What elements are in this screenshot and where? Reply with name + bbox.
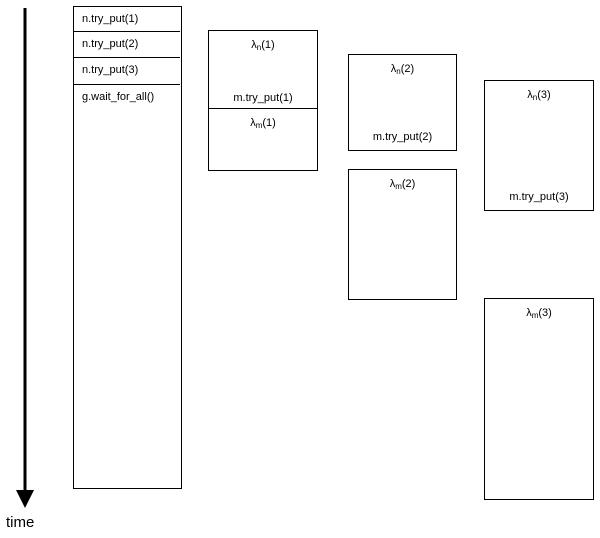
lambda-n-2-box: λn(2) m.try_put(2) [348, 54, 457, 151]
lambda-m-3-label: λm(3) [526, 307, 552, 320]
lambda-n-3-label: λn(3) [527, 89, 551, 102]
lambda-n-3-box: λn(3) m.try_put(3) [484, 80, 594, 211]
call-g-wait-for-all: g.wait_for_all() [82, 91, 155, 103]
time-label: time [6, 514, 35, 531]
call-n-try-put-3: n.try_put(3) [74, 58, 180, 85]
call-n-try-put-2: n.try_put(2) [74, 32, 180, 58]
m-try-put-2-label: m.try_put(2) [372, 131, 433, 143]
task-1-box: λn(1) m.try_put(1) λm(1) [208, 30, 318, 171]
lambda-n-2-label: λn(2) [390, 63, 415, 76]
task-1-divider [209, 108, 317, 109]
lambda-m-2-label: λm(2) [389, 178, 416, 191]
lambda-m-3-box: λm(3) [484, 298, 594, 500]
main-thread-column: n.try_put(1) n.try_put(2) n.try_put(3) g… [73, 6, 182, 489]
m-try-put-3-label: m.try_put(3) [509, 191, 569, 203]
lambda-n-1-label: λn(1) [251, 39, 275, 52]
lambda-m-2-box: λm(2) [348, 169, 457, 300]
lambda-m-1-label: λm(1) [250, 117, 276, 130]
call-n-try-put-1: n.try_put(1) [74, 7, 180, 32]
m-try-put-1-label: m.try_put(1) [233, 92, 293, 104]
